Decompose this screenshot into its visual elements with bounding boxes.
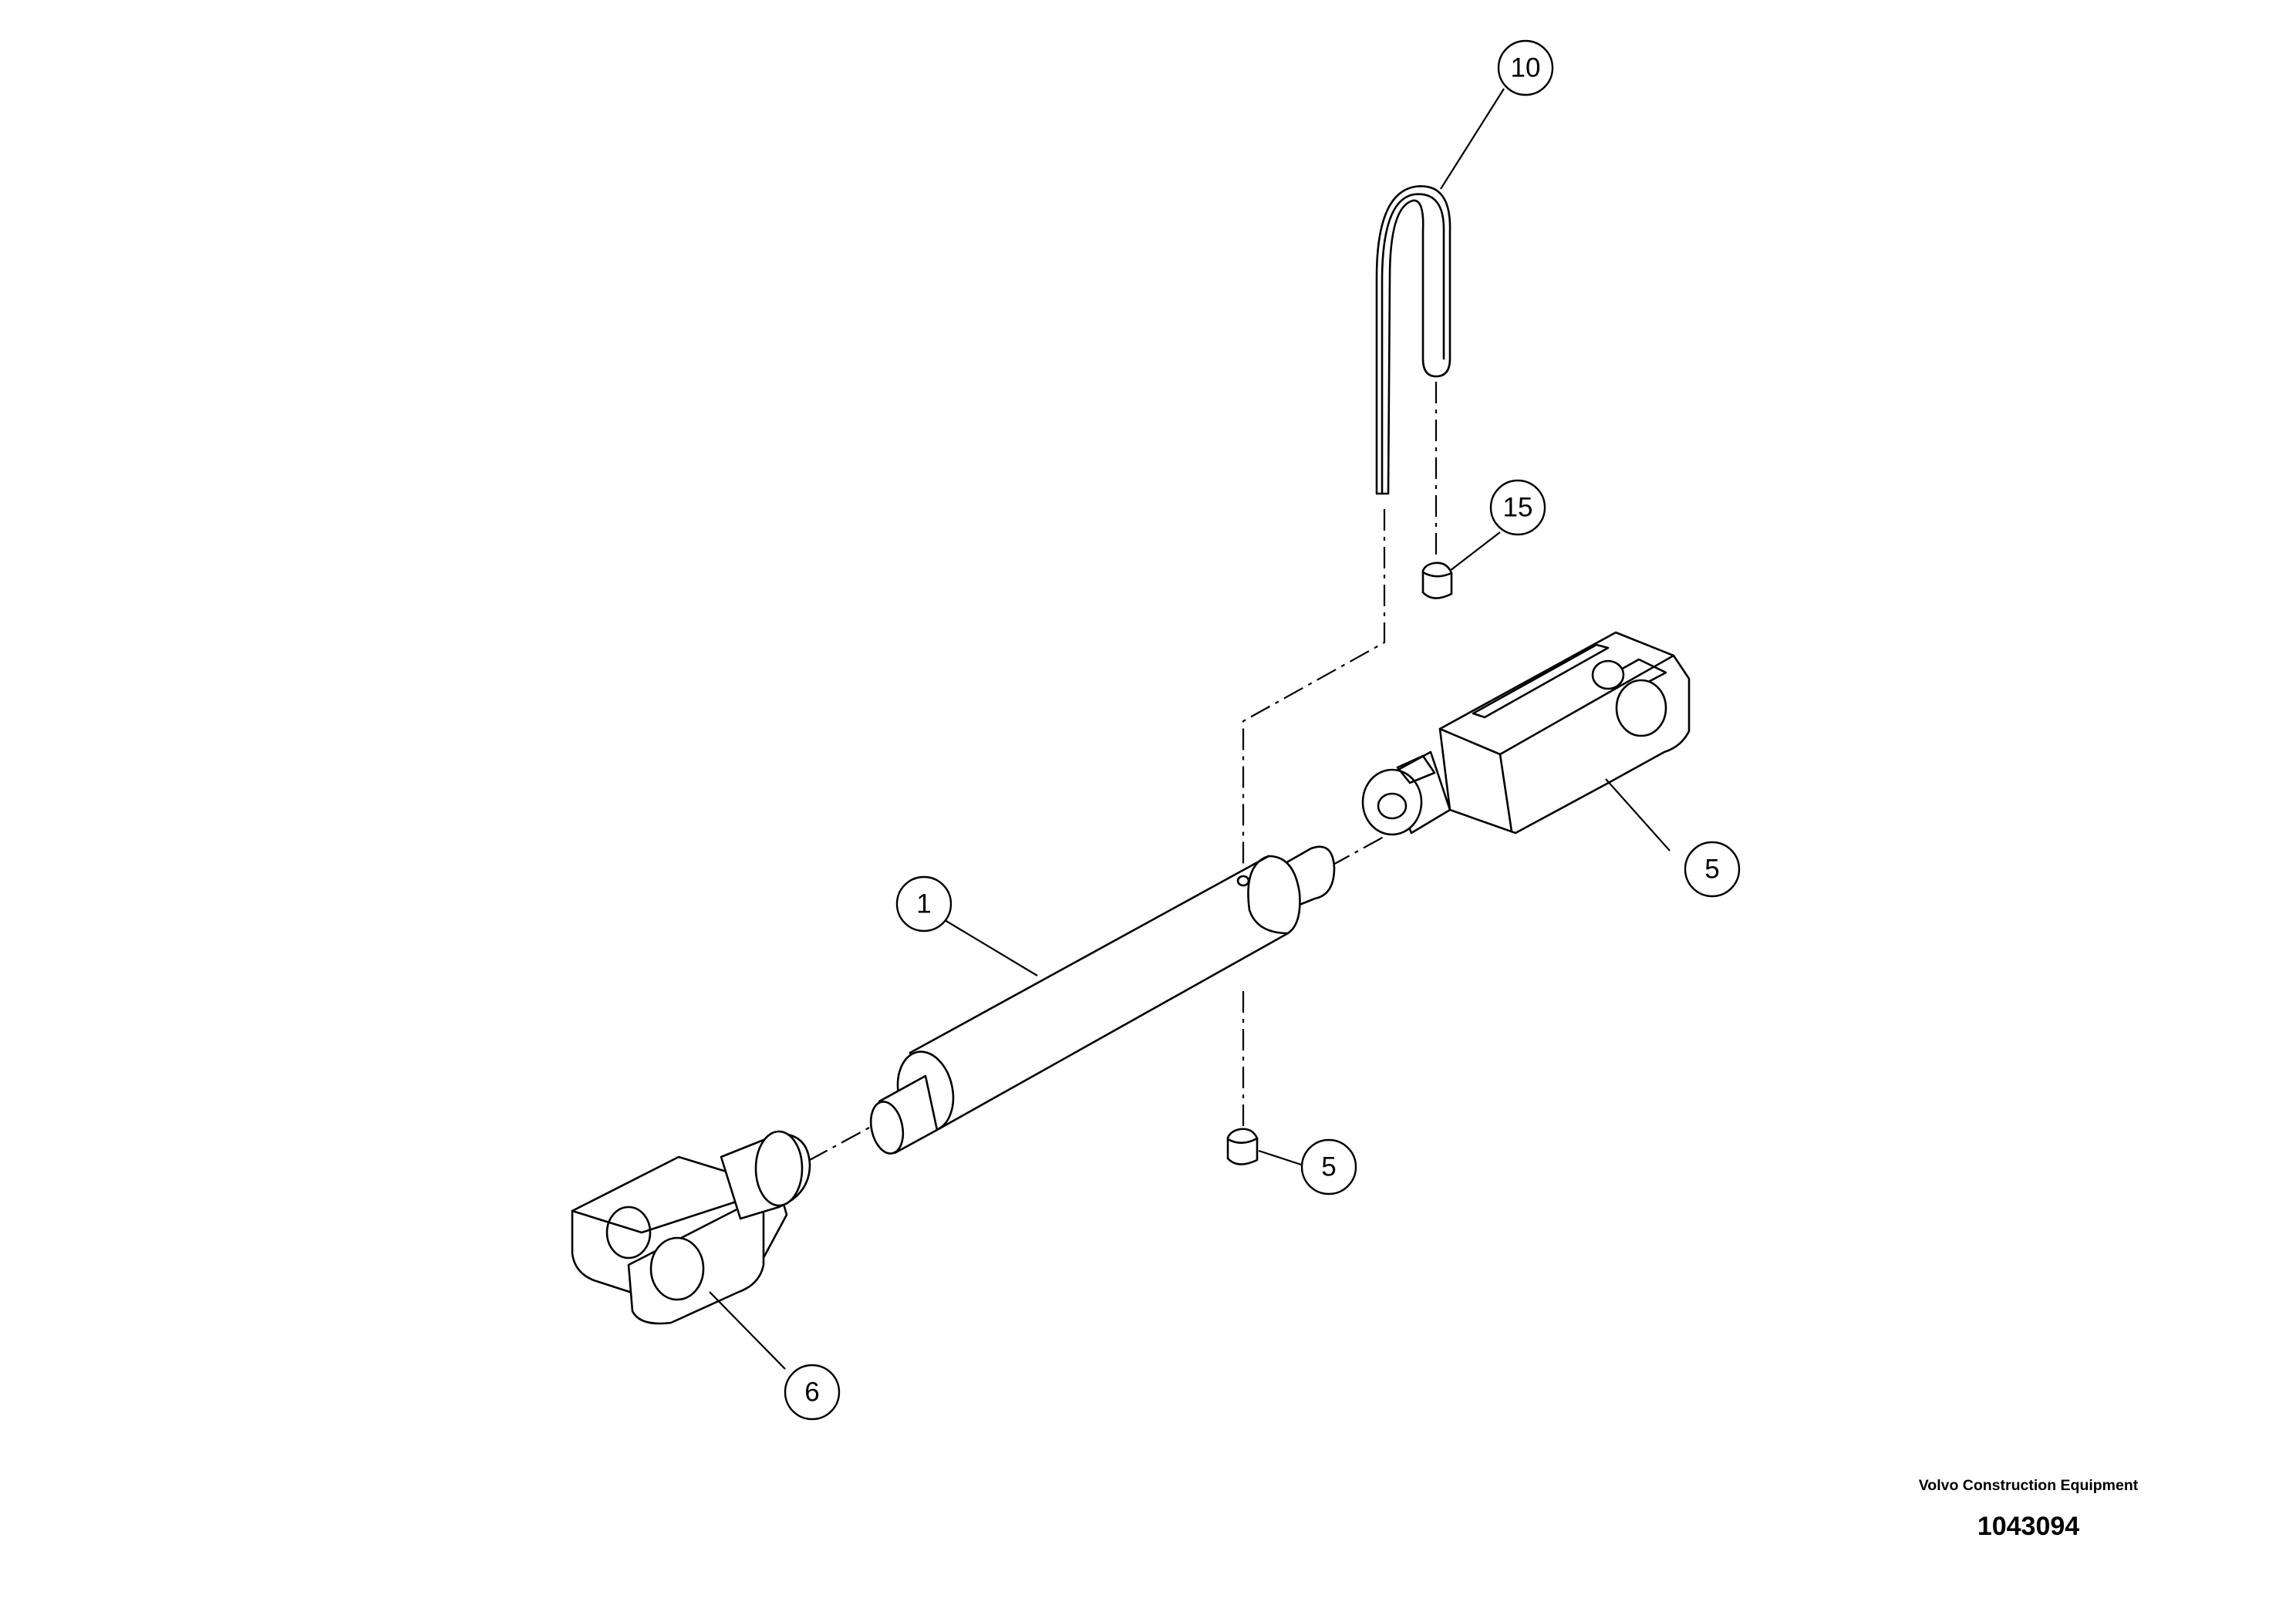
callout-leaders (709, 88, 1671, 1370)
leader-15 (1449, 531, 1501, 572)
callout-1: 1 (895, 875, 952, 932)
callout-6: 6 (784, 1364, 841, 1421)
leader-1 (940, 917, 1038, 976)
centerline-left-clevis-to-rod (807, 1121, 880, 1162)
callout-1-label: 1 (916, 889, 931, 919)
callout-15-label: 15 (1503, 493, 1533, 523)
drawing-number: 1043094 (1977, 1512, 2080, 1541)
leader-10 (1440, 88, 1505, 190)
callout-5-bottom-label: 5 (1321, 1152, 1336, 1182)
callout-10: 10 (1497, 39, 1554, 96)
callout-5-bottom: 5 (1300, 1138, 1357, 1195)
bottom-bushing-part (1226, 1128, 1259, 1165)
right-clevis-part (1361, 631, 1691, 836)
callout-5-right: 5 (1684, 841, 1741, 898)
callout-6-label: 6 (804, 1378, 819, 1408)
callout-5-right-label: 5 (1704, 855, 1719, 885)
pin-clip-part (1375, 185, 1451, 495)
company-name: Volvo Construction Equipment (1918, 1477, 2139, 1494)
left-clevis-part (571, 1130, 811, 1325)
centerline-rod-to-right-clevis (1330, 823, 1408, 867)
top-bushing-part (1421, 561, 1453, 599)
callout-15: 15 (1489, 479, 1546, 536)
centerline-clip-to-rod (1242, 509, 1386, 874)
assembly-centerlines (807, 382, 1438, 1162)
leader-5-bottom (1258, 1149, 1302, 1166)
callout-10-label: 10 (1511, 53, 1541, 83)
leader-6 (709, 1291, 786, 1370)
main-rod-part (869, 845, 1336, 1155)
leader-5-right (1605, 778, 1671, 851)
